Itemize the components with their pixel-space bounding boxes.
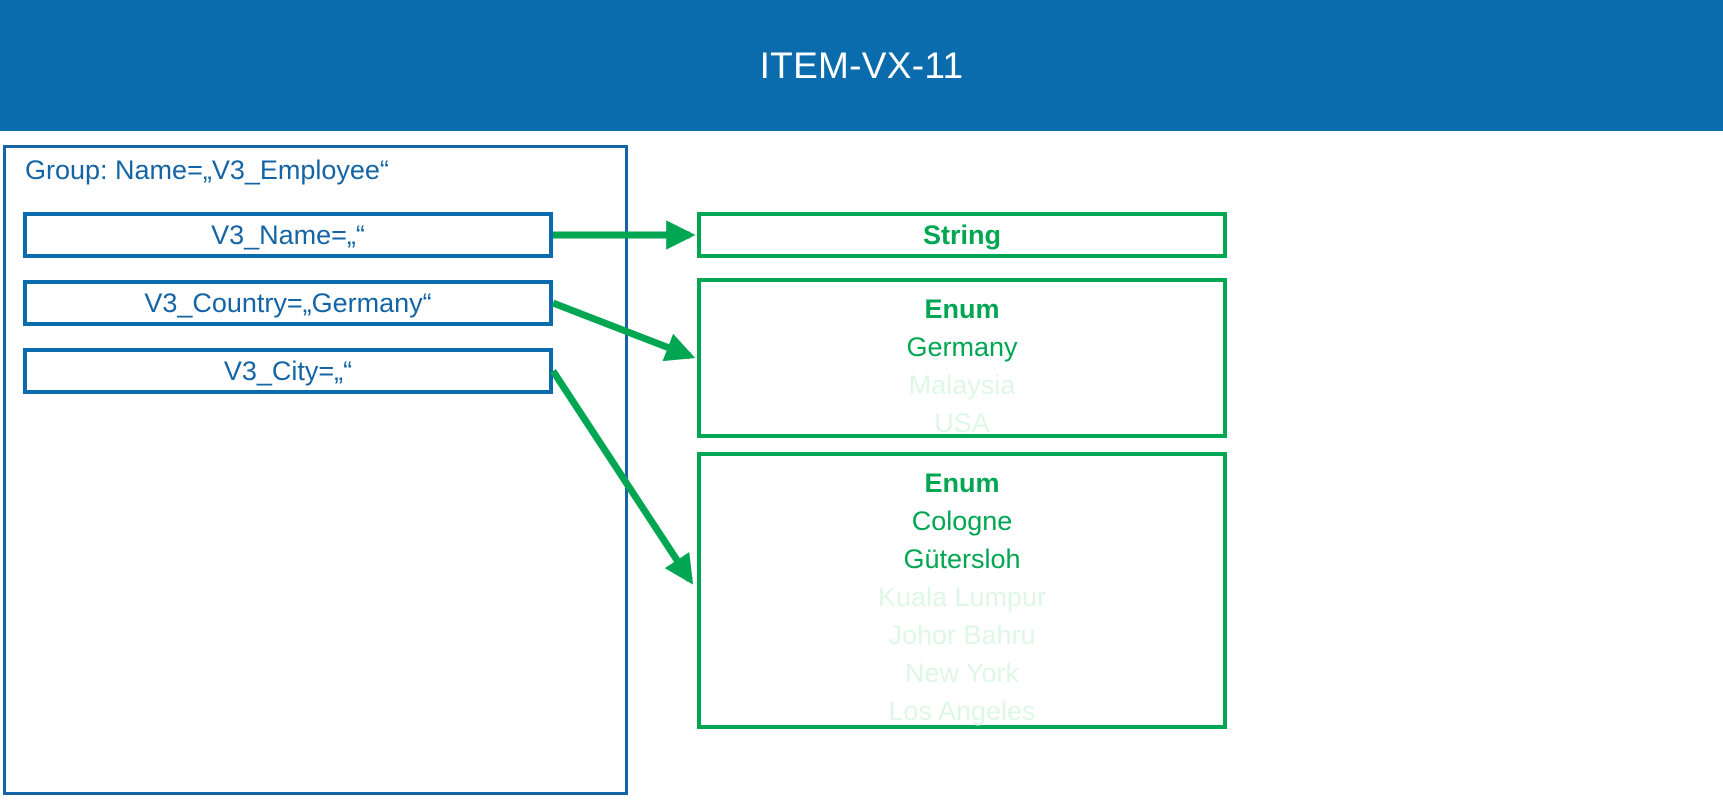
group-label: Group: Name=„V3_Employee“	[25, 155, 389, 185]
field-label-v3-name: V3_Name=„“	[211, 219, 365, 250]
field-label-v3-city: V3_City=„“	[223, 355, 353, 386]
enum-value-kuala-lumpur[interactable]: Kuala Lumpur	[877, 582, 1047, 612]
field-box-v3-name[interactable]: V3_Name=„“	[23, 212, 553, 258]
type-title-string: String	[923, 220, 1001, 250]
type-title-country-enum: Enum	[924, 294, 1000, 324]
header-band	[0, 0, 1723, 131]
enum-value-new-york[interactable]: New York	[904, 658, 1020, 688]
field-label-v3-country: V3_Country=„Germany“	[144, 287, 432, 318]
enum-value-germany[interactable]: Germany	[906, 332, 1018, 362]
enum-value-malaysia[interactable]: Malaysia	[908, 370, 1016, 400]
type-box-country-enum[interactable]: Enum Germany Malaysia USA	[697, 278, 1227, 438]
type-title-city-enum: Enum	[924, 468, 1000, 498]
type-box-string[interactable]: String	[697, 212, 1227, 258]
field-box-v3-country[interactable]: V3_Country=„Germany“	[23, 280, 553, 326]
page-title: ITEM-VX-11	[759, 44, 964, 86]
enum-value-los-angeles[interactable]: Los Angeles	[888, 696, 1036, 726]
enum-value-gutersloh[interactable]: Gütersloh	[903, 544, 1021, 574]
enum-value-johor-bahru[interactable]: Johor Bahru	[888, 620, 1036, 650]
field-box-v3-city[interactable]: V3_City=„“	[23, 348, 553, 394]
enum-value-cologne[interactable]: Cologne	[911, 506, 1013, 536]
type-box-city-enum[interactable]: Enum Cologne Gütersloh Kuala Lumpur Joho…	[697, 452, 1227, 729]
enum-value-usa[interactable]: USA	[934, 408, 990, 438]
